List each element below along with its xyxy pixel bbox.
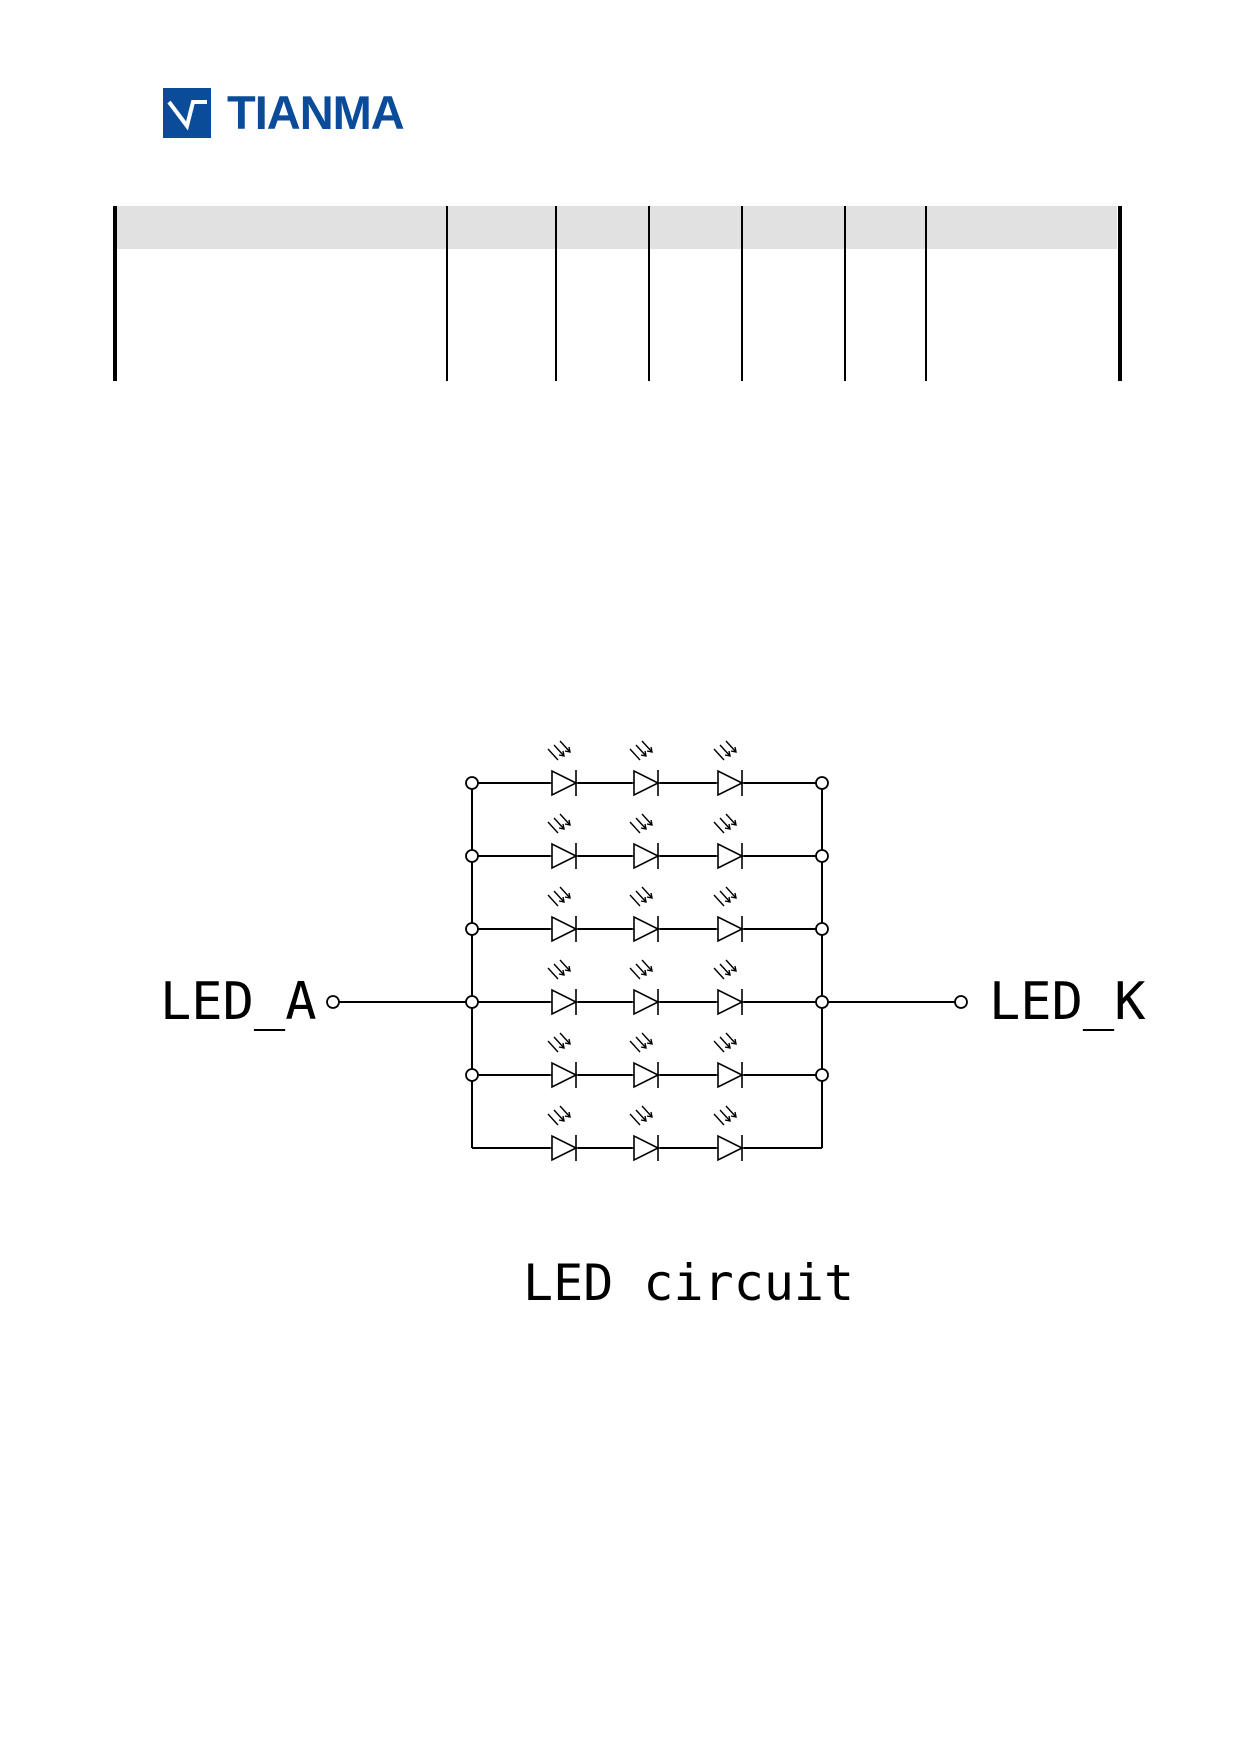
table-border-right: [1118, 206, 1122, 381]
junction-node: [815, 776, 829, 790]
led-diode-icon: [545, 1032, 583, 1089]
junction-node: [465, 1068, 479, 1082]
table-column-divider: [555, 206, 557, 381]
tianma-logo: TIANMA: [163, 86, 405, 139]
junction-node: [815, 1068, 829, 1082]
table-column-divider: [741, 206, 743, 381]
led-diode-icon: [545, 813, 583, 870]
junction-node: [815, 922, 829, 936]
led-diode-icon: [627, 959, 665, 1016]
led-diode-icon: [545, 1105, 583, 1162]
led-array: [545, 740, 749, 1162]
junction-node: [465, 995, 479, 1009]
junction-node: [815, 849, 829, 863]
diagram-title: LED circuit: [523, 1254, 854, 1312]
junction-node: [465, 776, 479, 790]
brand-name: TIANMA: [227, 86, 405, 139]
anode-terminal: [326, 995, 340, 1009]
led-diode-icon: [627, 813, 665, 870]
table-border-left: [113, 206, 117, 381]
led-diode-icon: [545, 959, 583, 1016]
led-diode-icon: [711, 813, 749, 870]
led-diode-icon: [627, 740, 665, 797]
junction-node: [815, 995, 829, 1009]
table-column-divider: [446, 206, 448, 381]
junction-node: [465, 922, 479, 936]
led-diode-icon: [711, 1105, 749, 1162]
spec-table: [113, 206, 1122, 381]
led-diode-icon: [627, 1032, 665, 1089]
led-diode-icon: [711, 959, 749, 1016]
tianma-v-logo-icon: [163, 88, 211, 138]
cathode-label: LED_K: [989, 972, 1146, 1032]
cathode-terminal: [954, 995, 968, 1009]
table-column-divider: [844, 206, 846, 381]
spec-table-header-row: [116, 206, 1117, 249]
led-diode-icon: [711, 1032, 749, 1089]
led-diode-icon: [545, 886, 583, 943]
led-diode-icon: [711, 740, 749, 797]
led-diode-icon: [627, 886, 665, 943]
anode-label: LED_A: [160, 972, 317, 1032]
led-diode-icon: [545, 740, 583, 797]
table-column-divider: [648, 206, 650, 381]
circuit-junctions: [326, 776, 968, 1082]
table-column-divider: [925, 206, 927, 381]
junction-node: [465, 849, 479, 863]
led-diode-icon: [711, 886, 749, 943]
led-diode-icon: [627, 1105, 665, 1162]
